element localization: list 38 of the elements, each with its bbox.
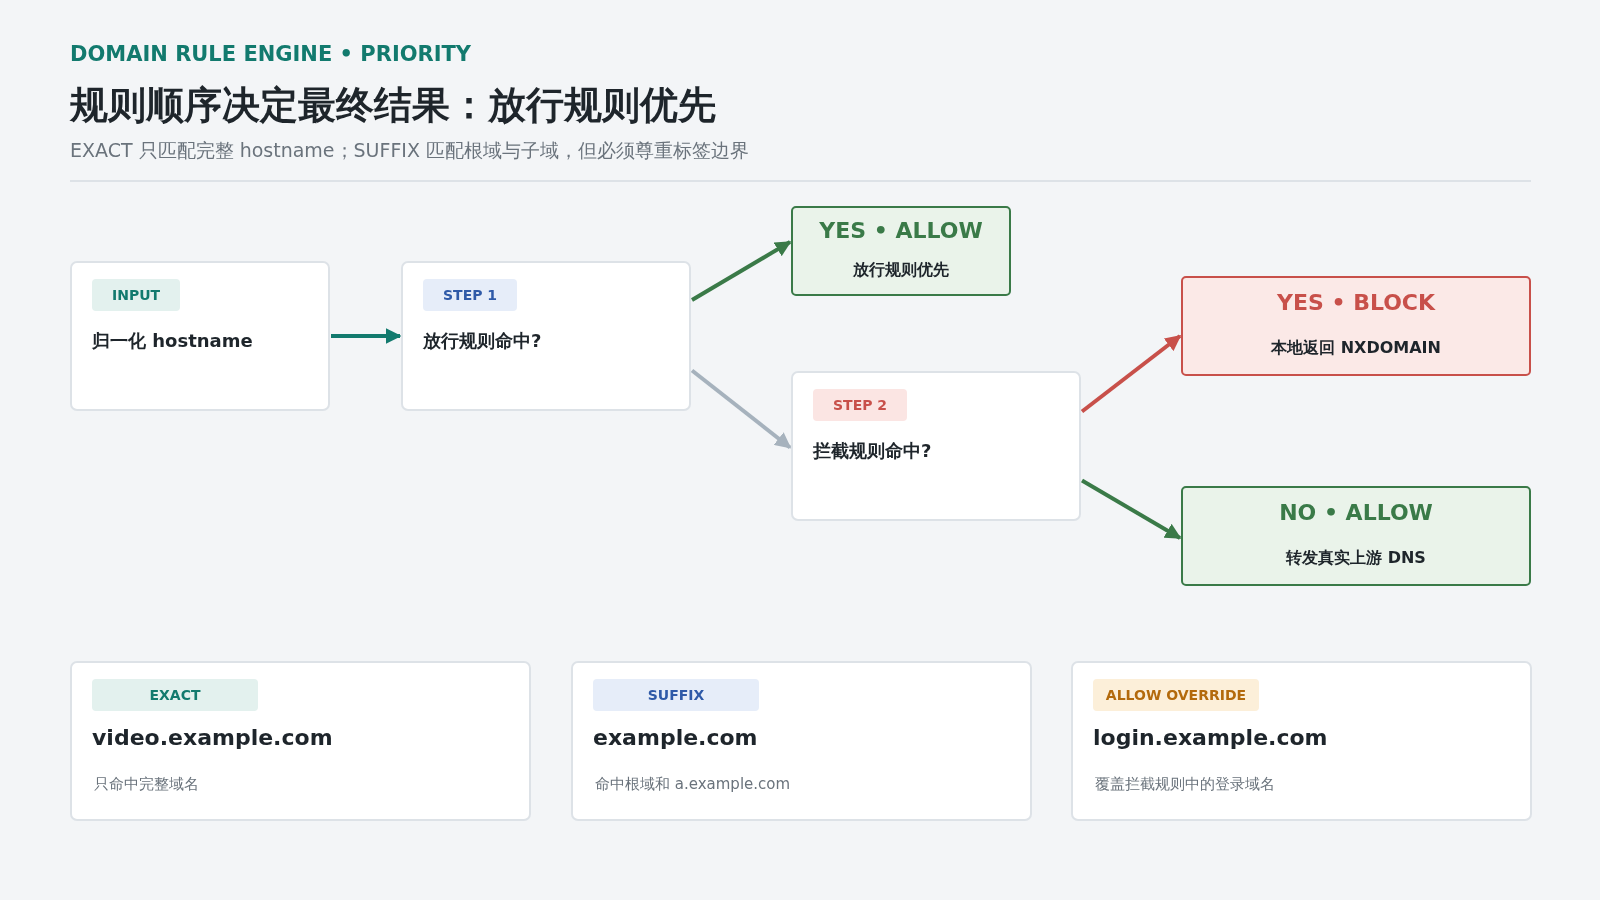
rule-card	[1071, 661, 1532, 821]
arrow	[1080, 334, 1182, 414]
step-badge: STEP 1	[423, 279, 518, 311]
outcome-box	[1181, 276, 1531, 376]
box-text: 拦截规则命中?	[813, 439, 932, 463]
step-badge: EXACT	[92, 679, 258, 711]
outcome-box	[791, 206, 1011, 296]
description-text: 只命中完整域名	[94, 775, 199, 794]
arrow	[690, 240, 792, 302]
description-text: 覆盖拦截规则中的登录域名	[1095, 775, 1275, 794]
step-badge: INPUT	[92, 279, 181, 311]
outcome-heading: NO • ALLOW	[1279, 500, 1433, 525]
outcome-box	[1181, 486, 1531, 586]
subtitle-text: EXACT 只匹配完整 hostname；SUFFIX 匹配根域与子域，但必须尊重标签边界	[70, 138, 750, 163]
domain-text: login.example.com	[1093, 725, 1328, 750]
description-text: 命中根域和 a.example.com	[595, 775, 791, 794]
title-text: 规则顺序决定最终结果：放行规则优先	[70, 82, 716, 129]
step-badge: SUFFIX	[593, 679, 759, 711]
domain-text: video.example.com	[92, 725, 333, 750]
domain-text: example.com	[593, 725, 758, 750]
outcome-text: 本地返回 NXDOMAIN	[1271, 338, 1441, 359]
step-badge: ALLOW OVERRIDE	[1093, 679, 1259, 711]
box-text: 归一化 hostname	[92, 329, 253, 353]
outcome-text: 放行规则优先	[853, 260, 949, 281]
outcome-heading: YES • BLOCK	[1276, 290, 1436, 315]
arrow	[1081, 478, 1182, 540]
kicker-text: DOMAIN RULE ENGINE • PRIORITY	[70, 42, 472, 66]
rule-card	[571, 661, 1032, 821]
box-text: 放行规则命中?	[423, 329, 542, 353]
outcome-text: 转发真实上游 DNS	[1286, 548, 1426, 569]
arrow	[331, 328, 402, 344]
outcome-heading: YES • ALLOW	[819, 218, 983, 243]
rule-card	[70, 661, 531, 821]
step-badge: STEP 2	[813, 389, 908, 421]
decision-card	[791, 371, 1081, 521]
input-card	[70, 261, 330, 411]
decision-card	[401, 261, 691, 411]
arrow	[690, 368, 792, 450]
